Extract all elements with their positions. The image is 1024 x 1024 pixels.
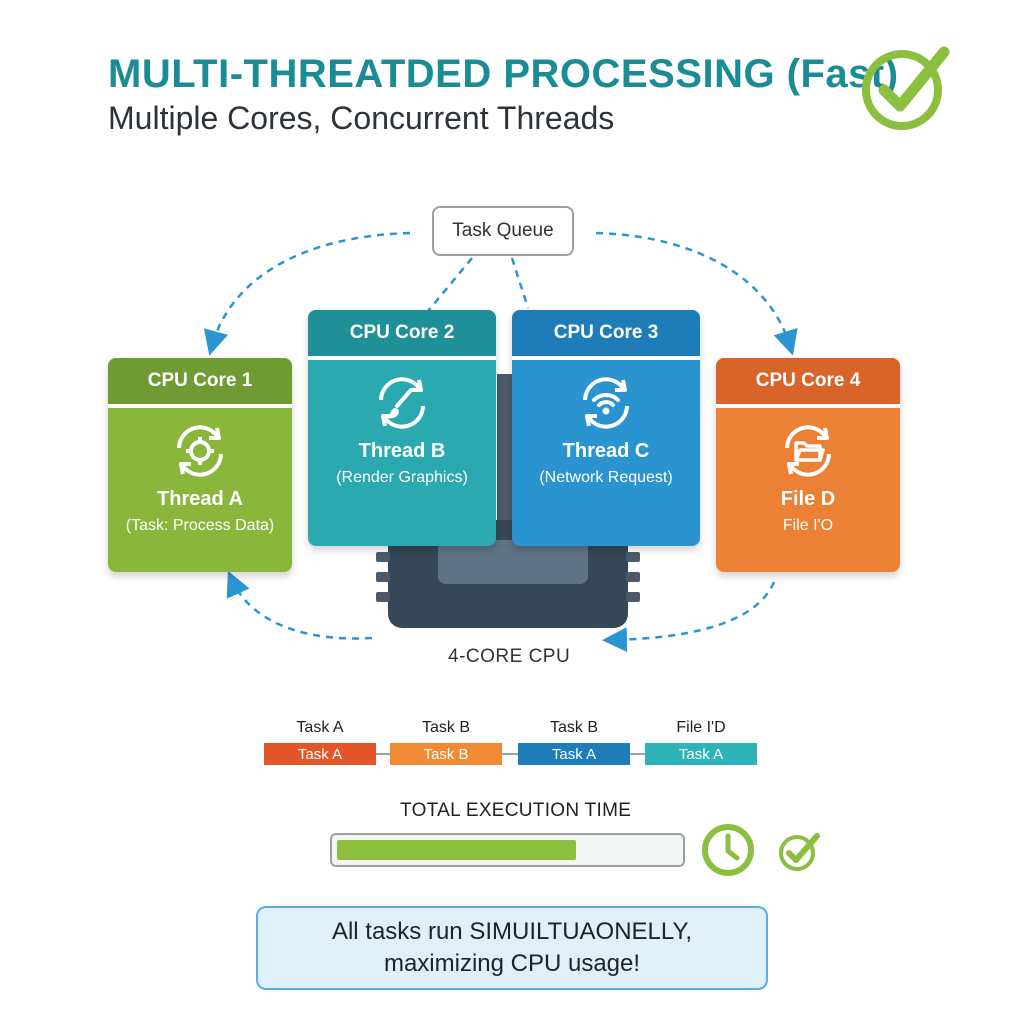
cpu-core-4: CPU Core 4 File D File I'O bbox=[716, 358, 900, 572]
arrow-core4-to-cpu bbox=[602, 581, 776, 653]
cpu-chip-pin bbox=[376, 552, 390, 562]
timeline-top-label: Task A bbox=[296, 719, 344, 736]
arrow-queue-to-core1 bbox=[203, 231, 411, 356]
thread-name: Thread C bbox=[562, 440, 650, 462]
check-circle-icon bbox=[862, 46, 950, 130]
thread-task: File I'O bbox=[782, 517, 834, 534]
arrow-cpu-to-core1 bbox=[226, 570, 373, 640]
clock-icon bbox=[702, 824, 754, 876]
timeline-bar: Task A bbox=[264, 743, 376, 765]
core-header: CPU Core 2 bbox=[308, 310, 496, 356]
summary-note-line-1: All tasks run SIMUILTUAONELLY, bbox=[331, 918, 693, 945]
cpu-chip-pin bbox=[626, 592, 640, 602]
timeline-top-label: Task B bbox=[549, 719, 598, 736]
folder-cycle-icon bbox=[785, 425, 831, 477]
link-queue-to-core3 bbox=[510, 257, 530, 309]
timeline-connector bbox=[630, 753, 645, 755]
cpu-chip-die bbox=[438, 540, 588, 584]
execution-time-bar bbox=[330, 833, 685, 867]
cpu-core-1: CPU Core 1 Thread A (Task: Process Data) bbox=[108, 358, 292, 572]
cpu-chip-pin bbox=[626, 552, 640, 562]
cpu-core-2: CPU Core 2 Thread B (Render Graphics) bbox=[308, 310, 496, 546]
cpu-core-3: CPU Core 3 Thread C (Network Request) bbox=[512, 310, 700, 546]
thread-name: File D bbox=[780, 488, 836, 510]
timeline-top-label: Task B bbox=[421, 719, 470, 736]
thread-task: (Network Request) bbox=[539, 469, 673, 486]
thread-task: (Render Graphics) bbox=[336, 469, 468, 486]
timeline-bar: Task A bbox=[518, 743, 630, 765]
link-queue-to-core2 bbox=[423, 257, 473, 317]
timeline-top-label: File I'D bbox=[676, 719, 726, 736]
summary-note: All tasks run SIMUILTUAONELLY, maximizin… bbox=[256, 906, 768, 990]
wifi-cycle-icon bbox=[583, 377, 629, 429]
timeline-connector bbox=[376, 753, 390, 755]
gear-cycle-icon bbox=[177, 425, 223, 477]
thread-task: (Task: Process Data) bbox=[125, 517, 275, 534]
core-header: CPU Core 4 bbox=[716, 358, 900, 404]
thread-name: Thread A bbox=[157, 488, 243, 510]
check-circle-icon bbox=[779, 833, 820, 871]
summary-note-line-2: maximizing CPU usage! bbox=[383, 950, 641, 977]
core-header: CPU Core 3 bbox=[512, 310, 700, 356]
cpu-chip-pin bbox=[626, 572, 640, 582]
cpu-chip-pin bbox=[376, 572, 390, 582]
page-title: MULTI-THREATDED PROCESSING (Fast) bbox=[108, 52, 899, 96]
execution-time-fill bbox=[337, 840, 576, 860]
arrow-queue-to-core4 bbox=[595, 231, 798, 356]
task-queue-box: Task Queue bbox=[432, 206, 574, 256]
timeline-bar: Task A bbox=[645, 743, 757, 765]
timeline-connector bbox=[502, 753, 518, 755]
thread-name: Thread B bbox=[358, 440, 446, 462]
timeline-bar: Task B bbox=[390, 743, 502, 765]
cpu-chip-pin bbox=[376, 592, 390, 602]
execution-time-label: TOTAL EXECUTION TIME bbox=[400, 800, 632, 821]
brush-cycle-icon bbox=[379, 377, 425, 429]
page-subtitle: Multiple Cores, Concurrent Threads bbox=[108, 100, 615, 136]
core-header: CPU Core 1 bbox=[108, 358, 292, 404]
cpu-label: 4-CORE CPU bbox=[448, 646, 571, 667]
